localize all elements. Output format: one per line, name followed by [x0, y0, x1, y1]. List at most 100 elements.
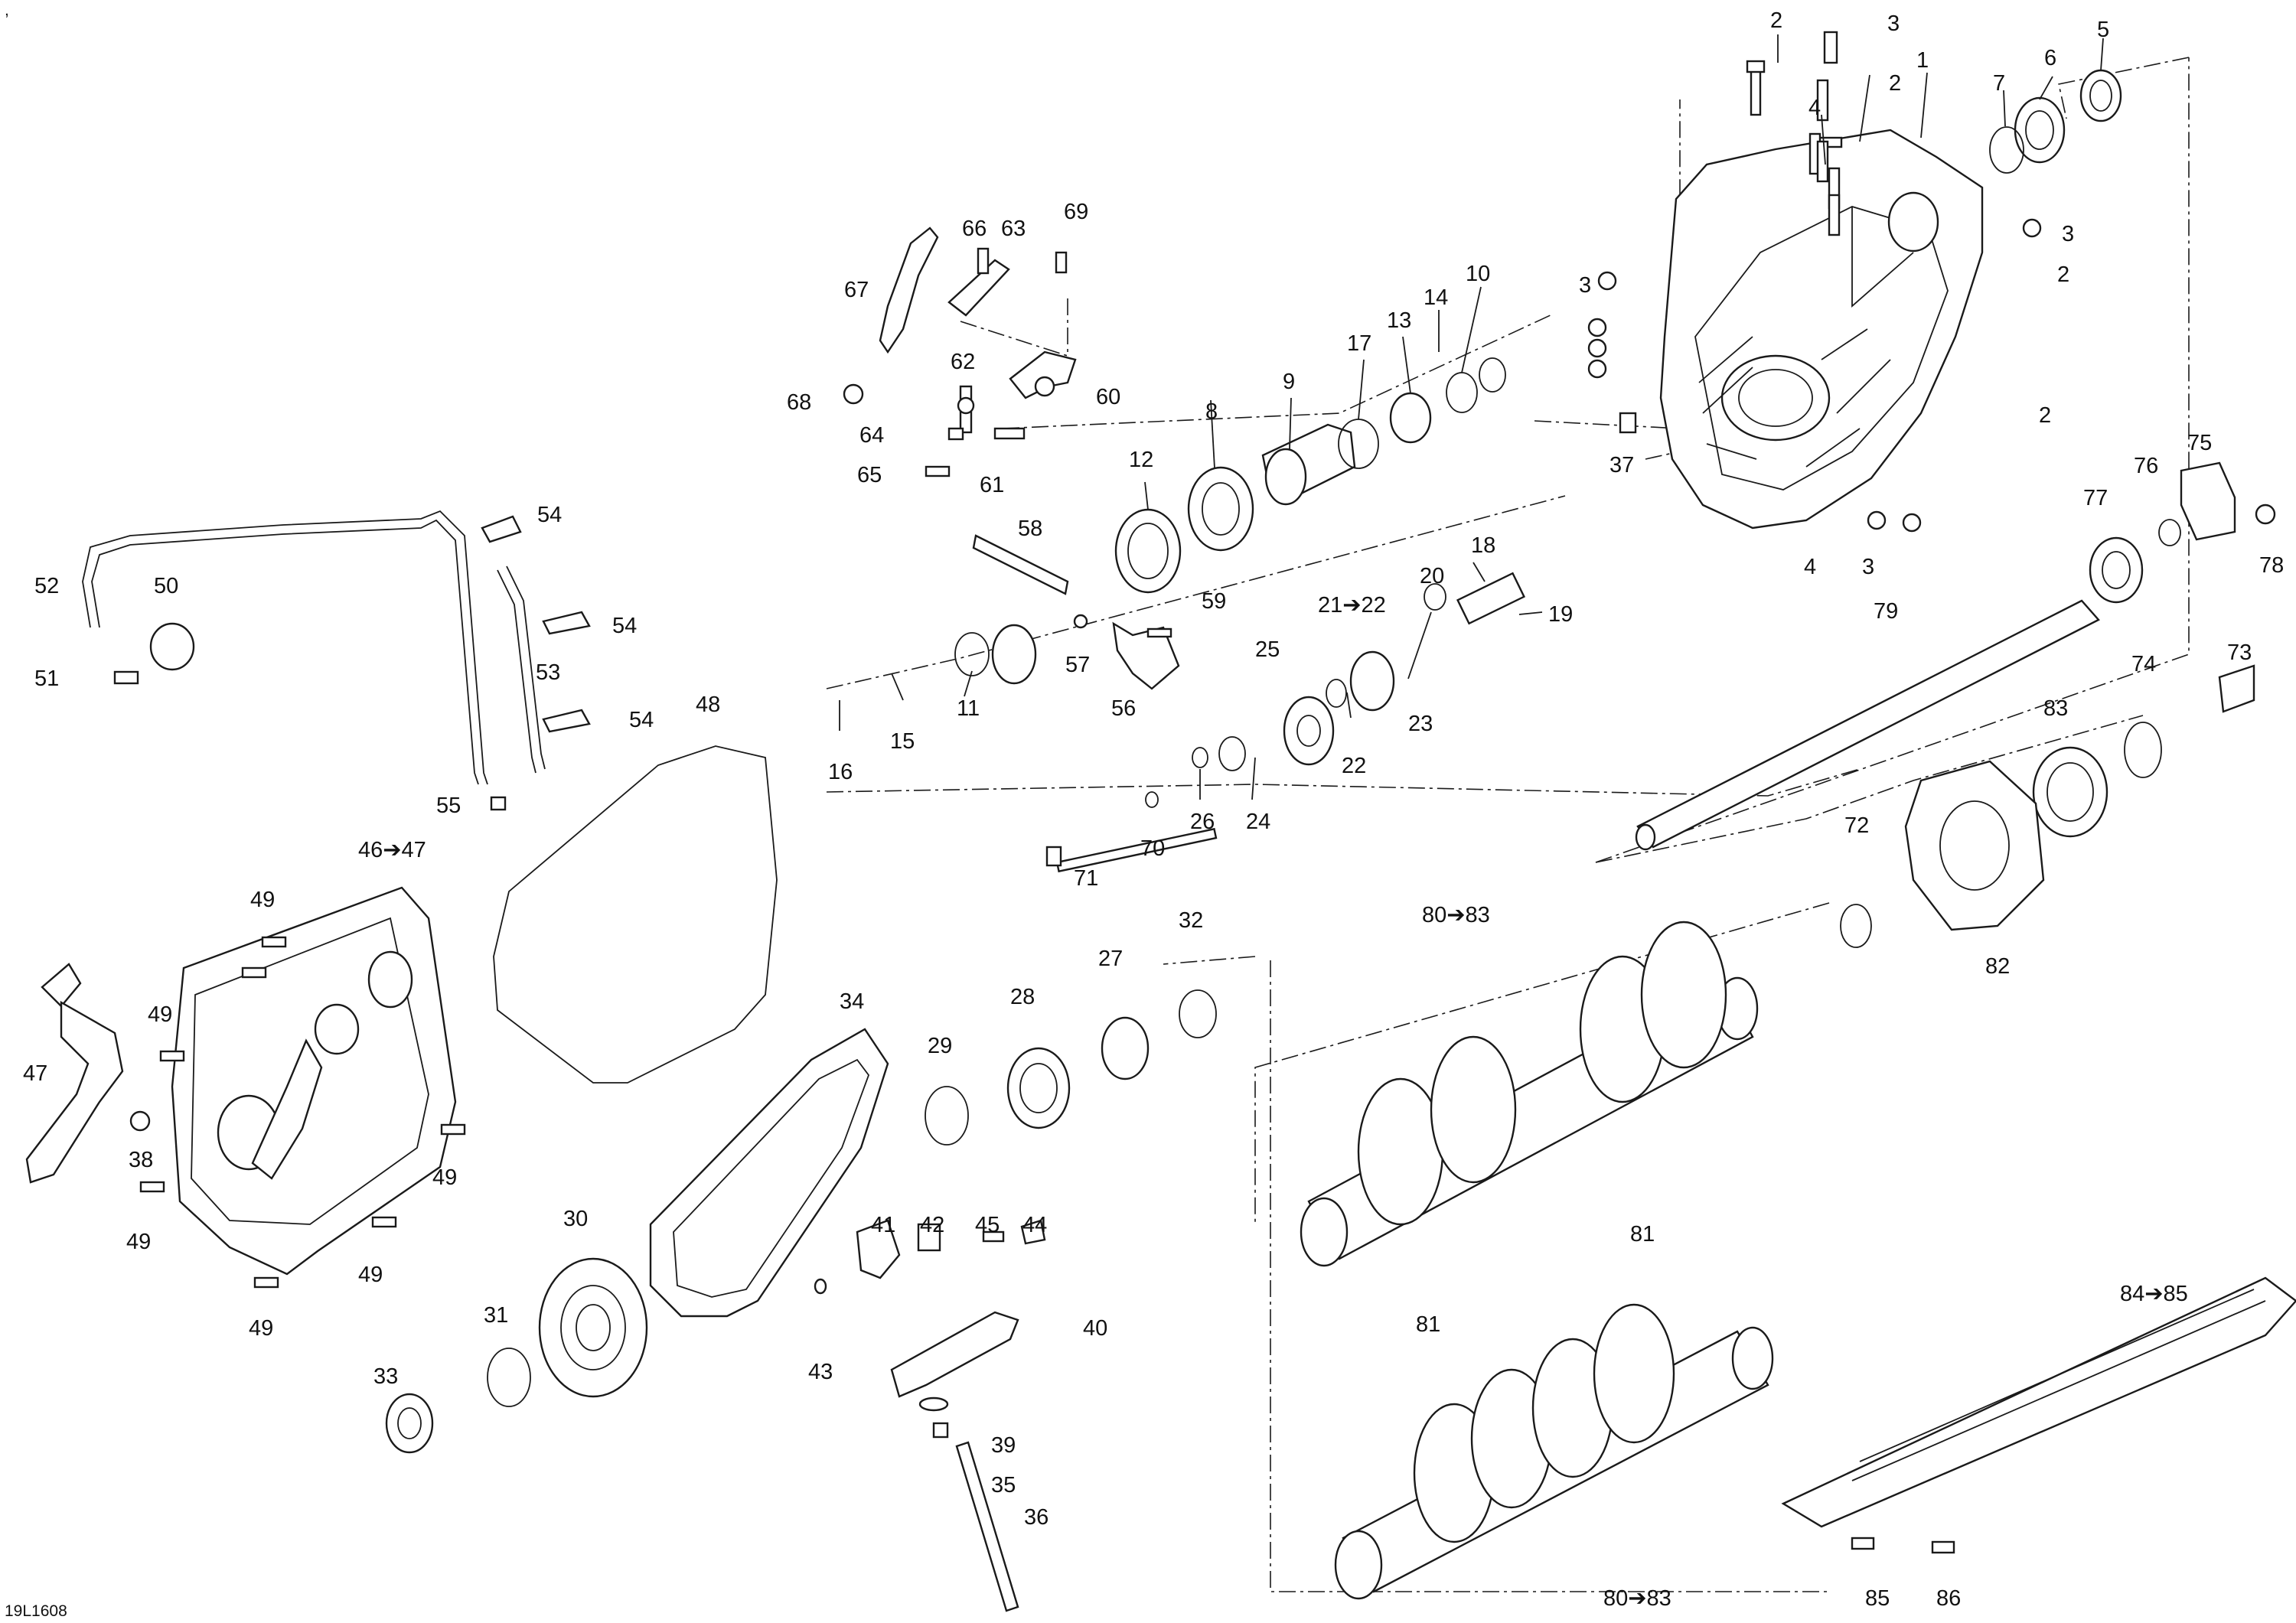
- speed-sensor: [25, 963, 124, 1184]
- callout-57: 57: [1065, 653, 1090, 677]
- callout-30: 30: [563, 1207, 588, 1231]
- callout-81: 81: [1630, 1222, 1655, 1247]
- callout-7: 7: [1993, 71, 2005, 96]
- slider-pad: [1781, 1276, 2296, 1554]
- callout-35: 35: [991, 1473, 1016, 1498]
- callout-46-47: 46➔47: [358, 838, 426, 862]
- callout-17: 17: [1347, 331, 1371, 356]
- chain-cover: [129, 886, 466, 1289]
- vent-hoses: [82, 510, 591, 811]
- callout-27: 27: [1098, 947, 1123, 971]
- callout-79: 79: [1874, 599, 1898, 624]
- callout-11: 11: [957, 696, 980, 721]
- callout-49: 49: [432, 1165, 457, 1190]
- callout-18: 18: [1471, 533, 1495, 558]
- callout-49: 49: [148, 1002, 172, 1027]
- sprocket: [385, 989, 1217, 1454]
- callout-38: 38: [129, 1148, 153, 1172]
- callout-5: 5: [2097, 18, 2109, 42]
- callout-74: 74: [2131, 652, 2156, 676]
- callout-70: 70: [1140, 836, 1165, 861]
- callout-54: 54: [629, 708, 654, 732]
- callout-68: 68: [787, 390, 811, 415]
- gear-train: [954, 357, 1526, 873]
- callout-49: 49: [249, 1316, 273, 1341]
- callout-22: 22: [1342, 754, 1366, 778]
- callout-14: 14: [1424, 285, 1448, 310]
- callout-59: 59: [1202, 589, 1226, 614]
- callout-26: 26: [1190, 810, 1215, 834]
- callout-76: 76: [2134, 454, 2158, 478]
- callout-34: 34: [840, 989, 864, 1014]
- callout-71: 71: [1074, 866, 1098, 891]
- callout-41: 41: [871, 1213, 895, 1237]
- callout-62: 62: [951, 350, 975, 374]
- chain-tensioner: [814, 1219, 1046, 1612]
- callout-47: 47: [23, 1061, 47, 1086]
- callout-49: 49: [126, 1230, 151, 1254]
- callout-16: 16: [828, 760, 853, 784]
- callout-28: 28: [1010, 985, 1035, 1009]
- callout-3: 3: [1579, 273, 1591, 298]
- callout-21-22: 21➔22: [1318, 593, 1386, 618]
- callout-85: 85: [1865, 1586, 1890, 1611]
- callout-2: 2: [2057, 262, 2069, 287]
- callout-2: 2: [1770, 8, 1782, 33]
- callout-2: 2: [2039, 403, 2051, 428]
- gear-case-fasteners: [1587, 31, 2042, 533]
- callout-73: 73: [2227, 640, 2252, 665]
- upper-bearings: [1989, 69, 2122, 174]
- callout-36: 36: [1024, 1505, 1049, 1530]
- drawing-code: 19L1608: [5, 1602, 67, 1620]
- callout-6: 6: [2044, 46, 2056, 70]
- callout-55: 55: [436, 794, 461, 818]
- callout-44: 44: [1022, 1213, 1047, 1237]
- shift-mechanism: [843, 227, 1180, 690]
- callout-49: 49: [358, 1263, 383, 1287]
- callout-32: 32: [1179, 908, 1203, 933]
- callout-2: 2: [1889, 71, 1901, 96]
- callout-4: 4: [1808, 96, 1821, 120]
- callout-72: 72: [1844, 813, 1869, 838]
- callout-13: 13: [1387, 308, 1411, 333]
- callout-50: 50: [154, 574, 178, 598]
- drive-axle-lower: [1334, 1303, 1774, 1600]
- callout-86: 86: [1936, 1586, 1961, 1611]
- callout-53: 53: [536, 660, 560, 685]
- callout-75: 75: [2187, 431, 2212, 455]
- callout-25: 25: [1255, 637, 1280, 662]
- callout-43: 43: [808, 1360, 833, 1384]
- corner-mark: ,: [5, 2, 9, 19]
- callout-54: 54: [612, 614, 637, 638]
- callout-83: 83: [2043, 696, 2068, 721]
- callout-54: 54: [537, 503, 562, 527]
- callout-23: 23: [1408, 712, 1433, 736]
- callout-10: 10: [1466, 262, 1490, 286]
- callout-labels: 1 2 2 2 2 3 3 3 3 4 4 5 6 7 8 9 10 11 12…: [23, 8, 2284, 1611]
- callout-51: 51: [34, 666, 59, 691]
- callout-48: 48: [696, 693, 720, 717]
- callout-1: 1: [1916, 48, 1929, 73]
- callout-82: 82: [1985, 954, 2010, 979]
- callout-77: 77: [2083, 486, 2108, 510]
- callout-56: 56: [1111, 696, 1136, 721]
- callout-45: 45: [975, 1213, 1000, 1237]
- drive-axle-upper: [1300, 921, 1759, 1267]
- callout-9: 9: [1283, 370, 1295, 394]
- callout-65: 65: [857, 463, 882, 487]
- callout-49: 49: [250, 888, 275, 912]
- cover-gasket: [493, 745, 778, 1084]
- callout-12: 12: [1129, 448, 1153, 472]
- callout-80-83: 80➔83: [1422, 903, 1490, 927]
- callout-66: 66: [962, 217, 987, 241]
- gear-case: [1659, 129, 1984, 530]
- callout-24: 24: [1246, 810, 1270, 834]
- callout-3: 3: [1862, 555, 1874, 579]
- callout-81: 81: [1416, 1312, 1440, 1337]
- callout-40: 40: [1083, 1316, 1107, 1341]
- callout-31: 31: [484, 1303, 508, 1328]
- callout-64: 64: [859, 423, 884, 448]
- callout-84-85: 84➔85: [2120, 1282, 2188, 1306]
- callout-15: 15: [890, 729, 915, 754]
